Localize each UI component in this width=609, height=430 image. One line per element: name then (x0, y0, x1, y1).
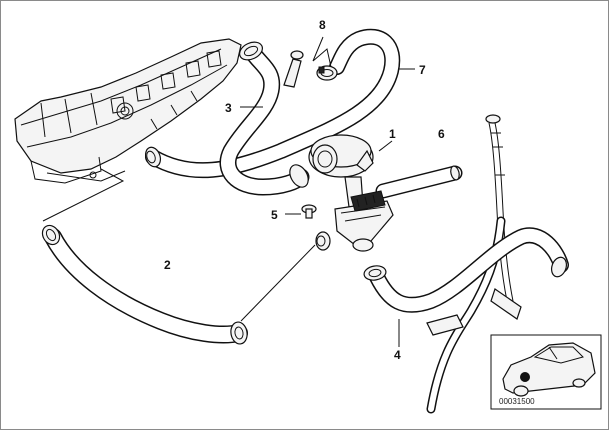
label-part-4: 4 (394, 348, 401, 362)
label-part-6: 6 (438, 127, 445, 141)
label-part-2: 2 (164, 258, 171, 272)
screw (301, 204, 317, 219)
label-part-1: 1 (389, 127, 396, 141)
leader-lines (240, 36, 415, 347)
tube-6 (375, 165, 463, 199)
label-part-7: 7 (419, 63, 426, 77)
hose-clamp (316, 65, 338, 81)
diagram-code: 00031500 (499, 397, 535, 406)
hose-3 (219, 41, 310, 196)
label-part-8: 8 (319, 18, 326, 32)
reference-line-hose-2 (240, 244, 316, 322)
valve-cover (14, 38, 242, 184)
label-part-5: 5 (271, 208, 278, 222)
hose-4 (363, 227, 569, 313)
pressure-control-valve (308, 134, 374, 178)
reference-line-cover (42, 168, 125, 222)
vehicle-locator-inset: 00031500 (490, 334, 602, 410)
hose-2 (41, 224, 248, 345)
hose-nipple (283, 50, 304, 88)
label-part-3: 3 (225, 101, 232, 115)
oil-separator (315, 176, 394, 252)
dipstick (485, 114, 514, 302)
